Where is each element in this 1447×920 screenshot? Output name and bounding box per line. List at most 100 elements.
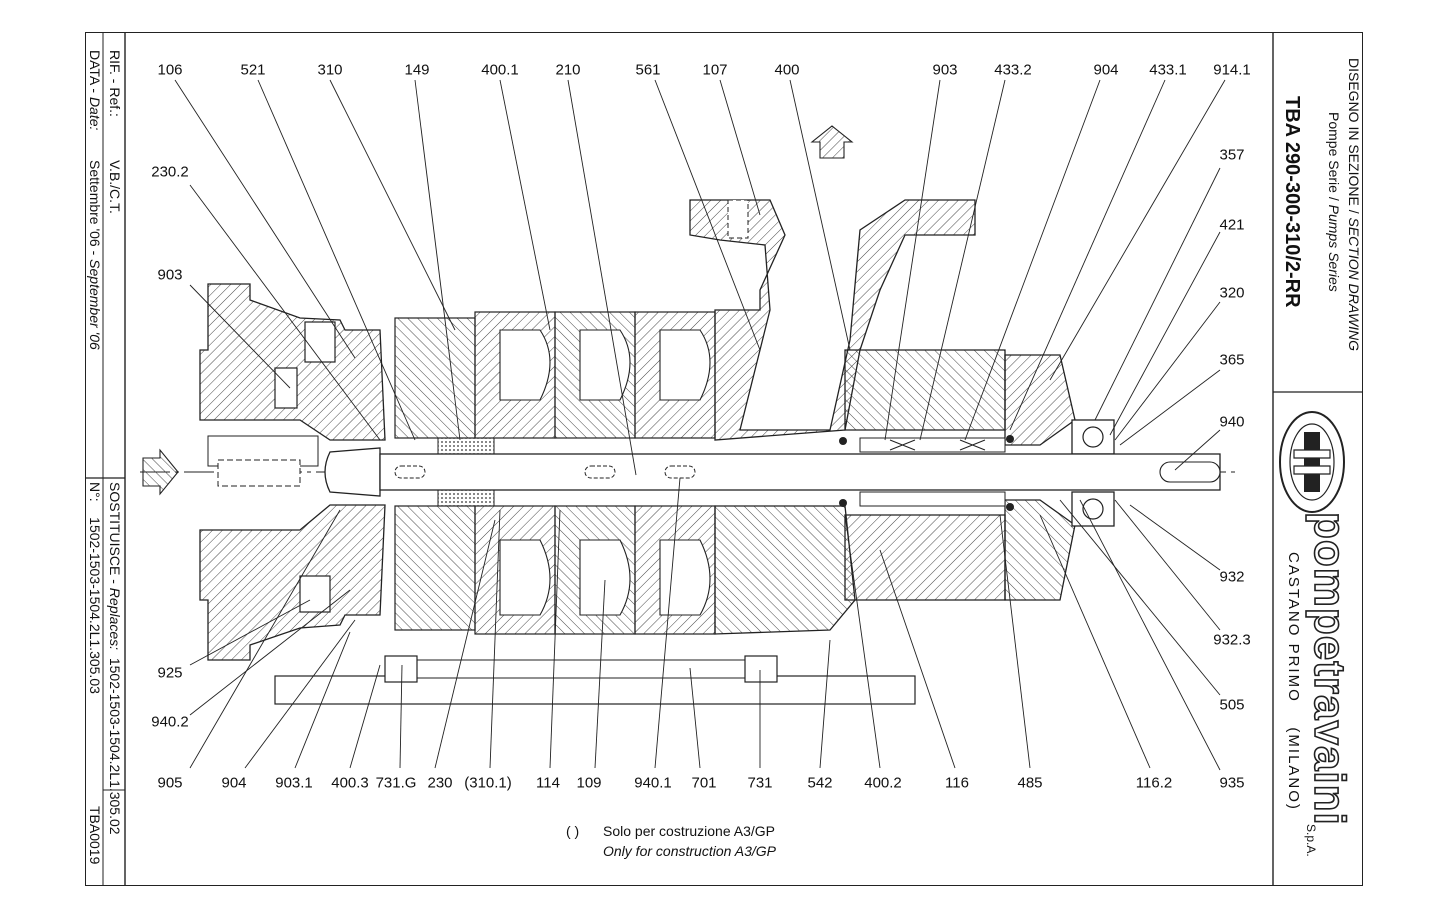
discharge-bolt (727, 199, 749, 239)
leader-lines (174, 79, 1226, 771)
date-label-en: Date: (87, 96, 103, 131)
callout-bottom-230: 230 (427, 774, 453, 792)
title-model: TBA 290-300-310/2-RR (1280, 96, 1304, 308)
callout-top-433-2: 433.2 (994, 61, 1032, 79)
tie-rod-nut-left (384, 655, 418, 683)
callout-top-561: 561 (635, 61, 661, 79)
callout-bottom-400-2: 400.2 (864, 774, 902, 792)
note-italian: Solo per costruzione A3/GP (603, 823, 775, 839)
ball-upper (1082, 426, 1104, 448)
callout-bottom-904: 904 (221, 774, 247, 792)
tie-rod (384, 659, 766, 679)
drawing-sheet (85, 32, 1363, 886)
callout-bottom-701: 701 (691, 774, 717, 792)
stage-casing-1-upper (394, 317, 476, 439)
title-section-it: DISEGNO IN SEZIONE / (1346, 58, 1362, 214)
impeller-upper-1 (499, 329, 551, 401)
shaft-key-right (1159, 461, 1221, 483)
callout-top-400-1: 400.1 (481, 61, 519, 79)
ref-label: RIF. - Ref.: (107, 50, 123, 117)
key-3 (664, 465, 696, 479)
callout-bottom-903-1: 903.1 (275, 774, 313, 792)
callout-right-932-3: 932.3 (1213, 631, 1251, 649)
callout-top-107: 107 (702, 61, 728, 79)
discharge-casing-lower (714, 505, 856, 635)
callout-bottom-731-G: 731.G (375, 774, 417, 792)
impeller-upper-3 (659, 329, 711, 401)
callout-top-310: 310 (317, 61, 343, 79)
bearing-cover-upper (1004, 354, 1076, 446)
seal-face-marks (889, 439, 986, 451)
o-ring-right-upper (1006, 435, 1014, 443)
impeller-lower-2 (579, 539, 631, 616)
title-series-it: Pompe Serie / (1326, 112, 1342, 201)
callout-right-365: 365 (1219, 351, 1245, 369)
company-region: (MILANO) (1285, 727, 1302, 811)
stage-casing-1-lower (394, 505, 476, 631)
callout-left-230-2: 230.2 (151, 163, 189, 181)
callout-bottom-116-2: 116.2 (1135, 774, 1173, 792)
callout-right-421: 421 (1219, 216, 1245, 234)
ref-value-group: V.B./C.T. (106, 160, 124, 214)
impeller-upper-2 (579, 329, 631, 401)
callout-top-903: 903 (932, 61, 958, 79)
callout-right-357: 357 (1219, 146, 1245, 164)
key-2 (584, 465, 616, 479)
ball-lower (1082, 498, 1104, 520)
baseplate-foot (274, 675, 916, 705)
company-city: CASTANO PRIMO (1285, 552, 1302, 703)
callout-bottom-109: 109 (576, 774, 602, 792)
callout-bottom-485: 485 (1017, 774, 1043, 792)
tie-bolt-lower (299, 575, 331, 613)
callout-left-940-2: 940.2 (151, 713, 189, 731)
ref-label-group: RIF. - Ref.: (106, 50, 124, 117)
wear-ring-upper (437, 437, 495, 457)
callout-top-106: 106 (157, 61, 183, 79)
callout-top-149: 149 (404, 61, 430, 79)
number-value: 1502-1503-1504.2L1.305.03 (87, 517, 103, 694)
model-number: TBA 290-300-310/2-RR (1281, 96, 1303, 308)
callout-top-521: 521 (240, 61, 266, 79)
callout-top-210: 210 (555, 61, 581, 79)
callout-right-320: 320 (1219, 284, 1245, 302)
callout-right-932: 932 (1219, 568, 1245, 586)
replaces-label: SOSTITUISCE - (107, 482, 123, 584)
pump-shaft (379, 453, 1221, 491)
callout-bottom-731: 731 (747, 774, 773, 792)
tie-rod-nut-right (744, 655, 778, 683)
replaces-label-en: Replaces: (107, 587, 123, 651)
company-wordmark: pompetravaini (1304, 511, 1355, 826)
date-value-group: Settembre '06 - September '06 (86, 160, 104, 350)
callout-left-925: 925 (157, 664, 183, 682)
callout-right-935: 935 (1219, 774, 1245, 792)
callout-bottom-114: 114 (536, 774, 560, 792)
outlet-arrow (810, 125, 854, 159)
callout-top-904: 904 (1093, 61, 1119, 79)
impeller-lower-1 (499, 539, 551, 616)
tie-bolt-upper (304, 321, 336, 363)
callout-top-433-1: 433.1 (1149, 61, 1187, 79)
suction-casing-upper (199, 283, 386, 441)
flange-bolt-upper (274, 367, 298, 409)
ball-bearing-upper (1071, 419, 1115, 455)
callout-bottom-542: 542 (807, 774, 833, 792)
company-name: pompetravaini (1304, 511, 1355, 826)
callout-bottom-400-3: 400.3 (331, 774, 369, 792)
drawing-code: TBA0019 (87, 806, 103, 865)
date-label-group: DATA - Date: (86, 50, 104, 130)
wear-ring-lower (437, 487, 495, 507)
acorn-nut (324, 447, 381, 497)
callout-bottom-905: 905 (157, 774, 183, 792)
bearing-cover-lower (1004, 499, 1076, 601)
title-series-en: Pumps Series (1326, 204, 1342, 292)
date-value-it: Settembre '06 - (87, 160, 103, 256)
shaft-key-left (217, 459, 301, 487)
company-suffix: S.p.A. (1304, 824, 1318, 857)
mechanical-seal-lower (859, 491, 1006, 507)
title-line-1: DISEGNO IN SEZIONE / SECTION DRAWING (1345, 58, 1362, 351)
title-line-2: Pompe Serie / Pumps Series (1325, 112, 1342, 292)
ref-value: V.B./C.T. (107, 160, 123, 214)
mechanical-seal-upper (859, 437, 1006, 453)
callout-right-505: 505 (1219, 696, 1245, 714)
